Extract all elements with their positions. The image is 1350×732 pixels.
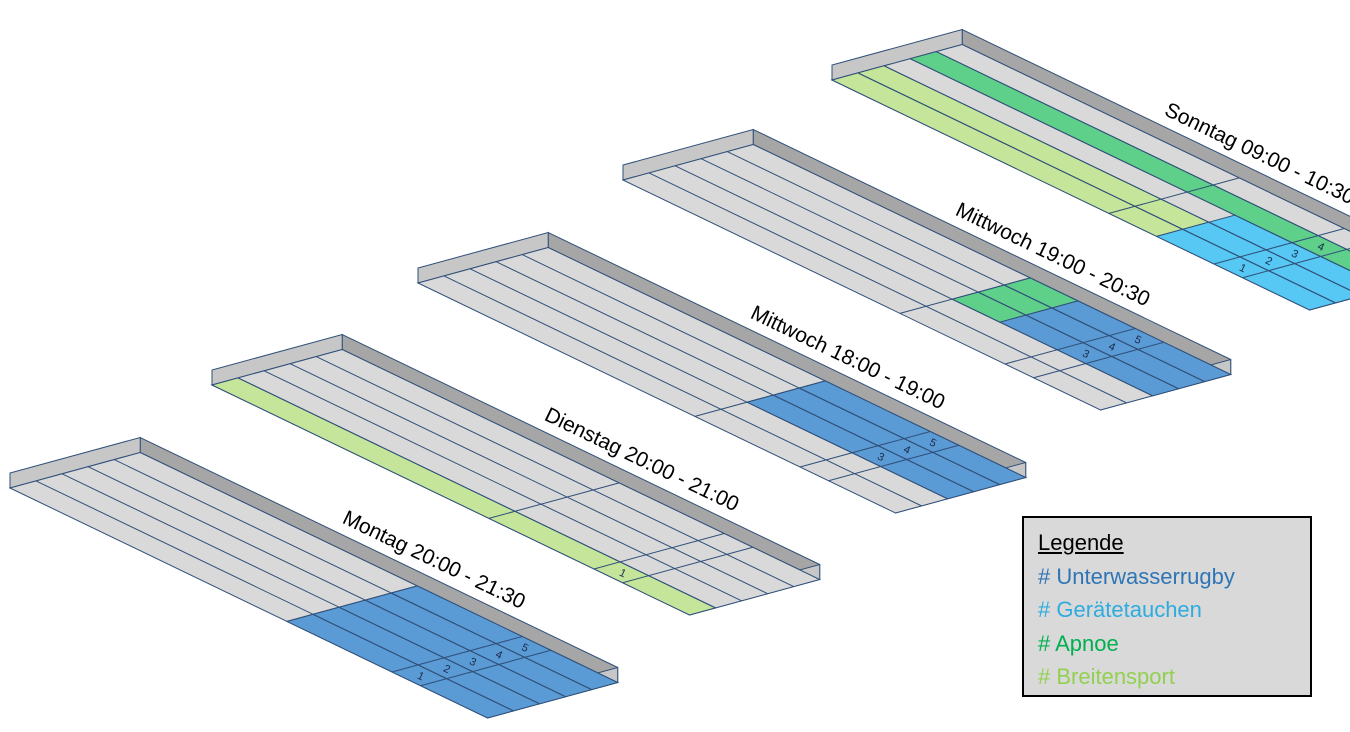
depth-line	[420, 649, 552, 687]
lane-line	[521, 254, 1000, 486]
lane-number: 2	[441, 663, 452, 676]
lane-number: 4	[901, 444, 912, 457]
legend: Legende # Unterwasserrugby # Gerätetauch…	[1022, 516, 1312, 697]
lane-number: 1	[415, 670, 426, 683]
lane-line	[61, 473, 540, 705]
lane-line	[315, 356, 794, 588]
lane-line	[289, 363, 768, 595]
legend-item-apnoe: # Apnoe	[1038, 630, 1119, 656]
lane-number: 1	[1237, 262, 1248, 275]
depth-line	[1108, 177, 1240, 214]
depth-line	[1242, 247, 1350, 279]
depth-line	[799, 430, 931, 468]
legend-item-geraetetauchen: # Gerätetauchen	[1038, 597, 1202, 622]
legend-item-breitensport: # Breitensport	[1038, 664, 1175, 689]
lane-number: 3	[467, 656, 478, 669]
lane-line	[726, 151, 1205, 383]
lane-line	[935, 51, 1350, 252]
legend-title: Legende	[1038, 530, 1124, 555]
depth-line	[286, 585, 418, 622]
depth-line	[1213, 227, 1345, 265]
depth-line	[622, 546, 754, 584]
lane-number: 5	[519, 641, 530, 654]
depth-line	[1004, 327, 1136, 365]
depth-line	[593, 532, 725, 570]
lane-number: 4	[1315, 241, 1326, 254]
depth-line	[828, 444, 960, 482]
depth-line	[391, 635, 523, 673]
lane-line	[263, 370, 742, 602]
lane-line	[700, 158, 1179, 390]
lane-line	[113, 459, 592, 691]
depth-line	[1033, 341, 1165, 379]
lane-number: 3	[1289, 248, 1300, 261]
lane-number: 2	[1263, 255, 1274, 268]
depth-line	[488, 482, 620, 519]
lane-line	[674, 165, 1153, 397]
pool-1: Dienstag 20:00 - 21:001	[210, 333, 822, 616]
depth-line	[694, 380, 826, 417]
legend-item-unterwasserrugby: # Unterwasserrugby	[1038, 563, 1235, 589]
lane-number: 4	[1106, 341, 1117, 354]
lane-line	[648, 172, 1127, 404]
lane-number: 3	[1080, 348, 1091, 361]
lane-line	[87, 466, 566, 698]
depth-line	[899, 277, 1031, 314]
lane-number: 5	[1132, 333, 1143, 346]
lane-line	[443, 275, 922, 507]
lane-number: 5	[927, 436, 938, 449]
lane-number: 4	[493, 649, 504, 662]
lane-line	[909, 58, 1350, 272]
lane-line	[883, 65, 1350, 291]
lane-line	[237, 377, 716, 609]
lane-line	[857, 72, 1336, 304]
lane-number: 3	[875, 451, 886, 464]
lane-number: 1	[617, 567, 628, 580]
lane-line	[469, 268, 948, 500]
lane-line	[35, 480, 514, 712]
lane-line	[495, 261, 974, 493]
